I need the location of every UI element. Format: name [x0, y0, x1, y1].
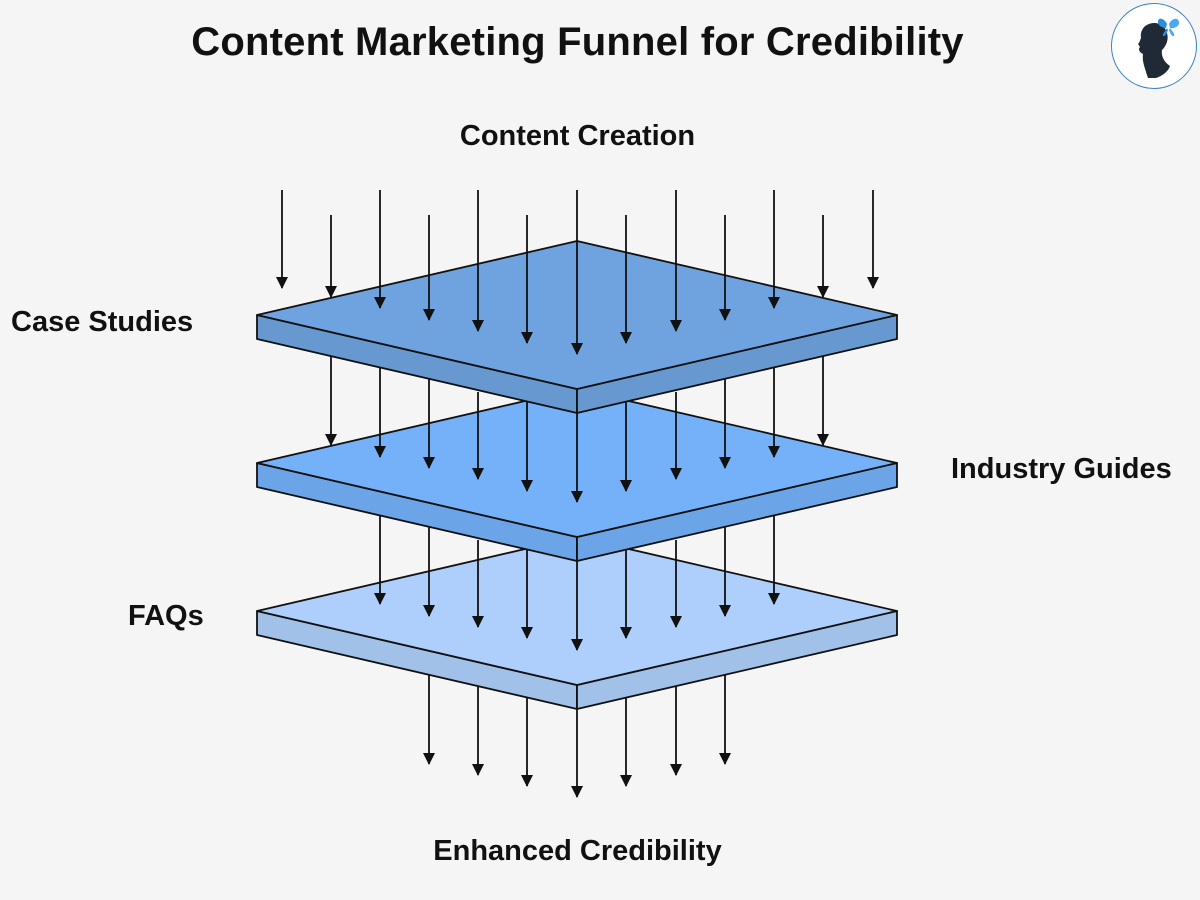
label-case-studies: Case Studies [11, 306, 194, 338]
arrows-into-industry-guides [325, 355, 829, 503]
arrows-to-credibility [423, 672, 731, 798]
label-industry-guides: Industry Guides [951, 453, 1172, 485]
label-faqs: FAQs [128, 600, 204, 632]
arrows-into-case-studies [276, 190, 879, 355]
label-content-creation: Content Creation [459, 120, 696, 152]
label-enhanced-credibility: Enhanced Credibility [433, 835, 722, 867]
arrows-into-faqs [374, 515, 780, 651]
page-title: Content Marketing Funnel for Credibility [191, 20, 964, 64]
brand-logo [1111, 3, 1197, 89]
silhouette-butterfly-icon [1138, 18, 1180, 78]
